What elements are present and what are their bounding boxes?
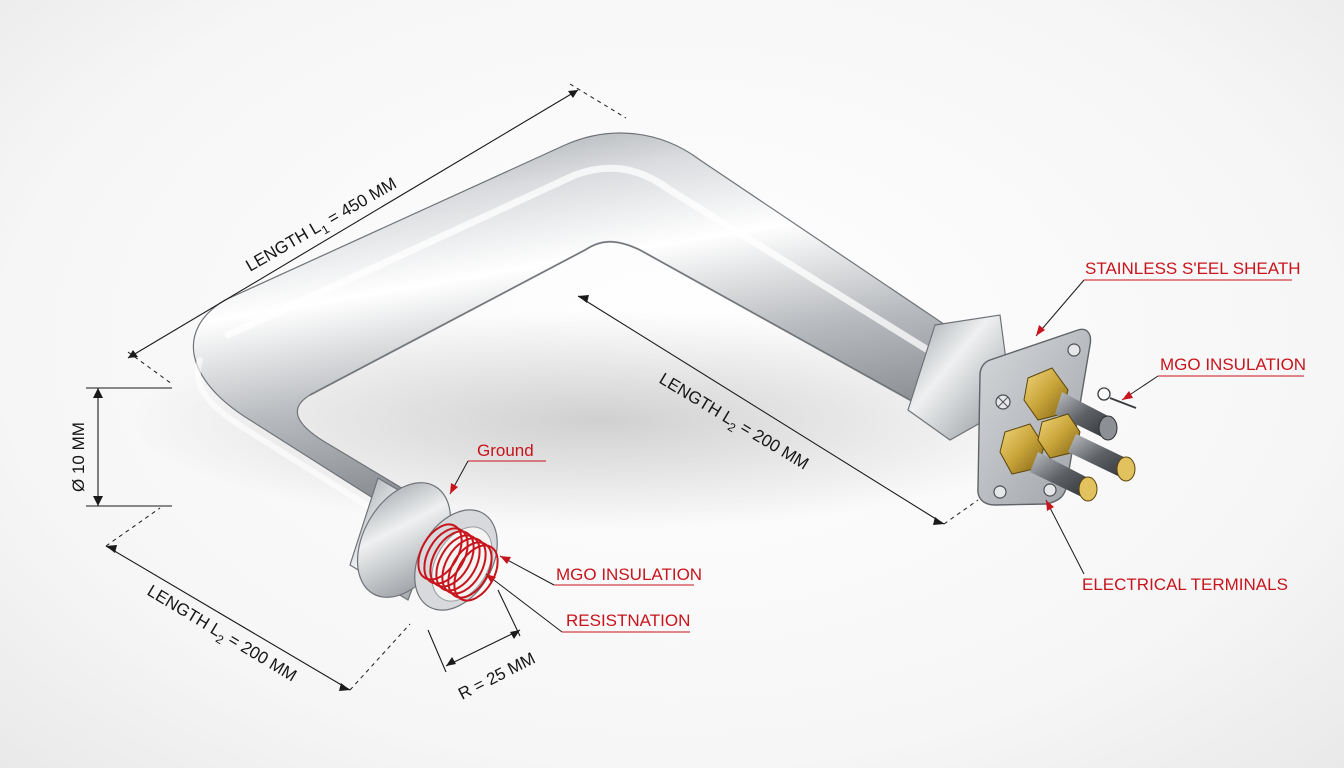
tube-highlight-left [194, 357, 393, 523]
callout-stainless-steel-sheath: STAINLESS S'EEL SHEATH [1085, 259, 1301, 278]
terminal-3 [1037, 413, 1136, 482]
flange-bolt-1 [1067, 343, 1081, 357]
length-left-label: LENGTH L2 = 200 MM [142, 581, 300, 689]
tube-highlight-top [224, 164, 964, 374]
terminal-1 [1023, 367, 1118, 441]
flange-bolt-4 [1043, 483, 1057, 497]
callout-ground: Ground [477, 441, 534, 460]
callout-resistance: RESISTNATION [566, 611, 690, 630]
small-screw-icon [1109, 397, 1137, 409]
radius-label: R = 25 MM [455, 649, 538, 704]
dimension-lines [86, 83, 979, 691]
left-end [349, 477, 499, 611]
flange-bolt-3 [993, 485, 1007, 499]
diameter-label: Ø 10 MM [69, 422, 88, 492]
terminal-2 [999, 423, 1098, 502]
tube-inner-shade [309, 240, 956, 426]
callout-electrical-terminals: ELECTRICAL TERMINALS [1082, 575, 1288, 594]
right-end [907, 314, 1137, 506]
heater-tube [192, 132, 976, 523]
tube-body [192, 132, 976, 513]
callout-mgo-insulation-left: MGO INSULATION [556, 565, 702, 584]
callout-mgo-insulation-right: MGO INSULATION [1160, 355, 1306, 374]
callout-leaders [449, 279, 1304, 633]
